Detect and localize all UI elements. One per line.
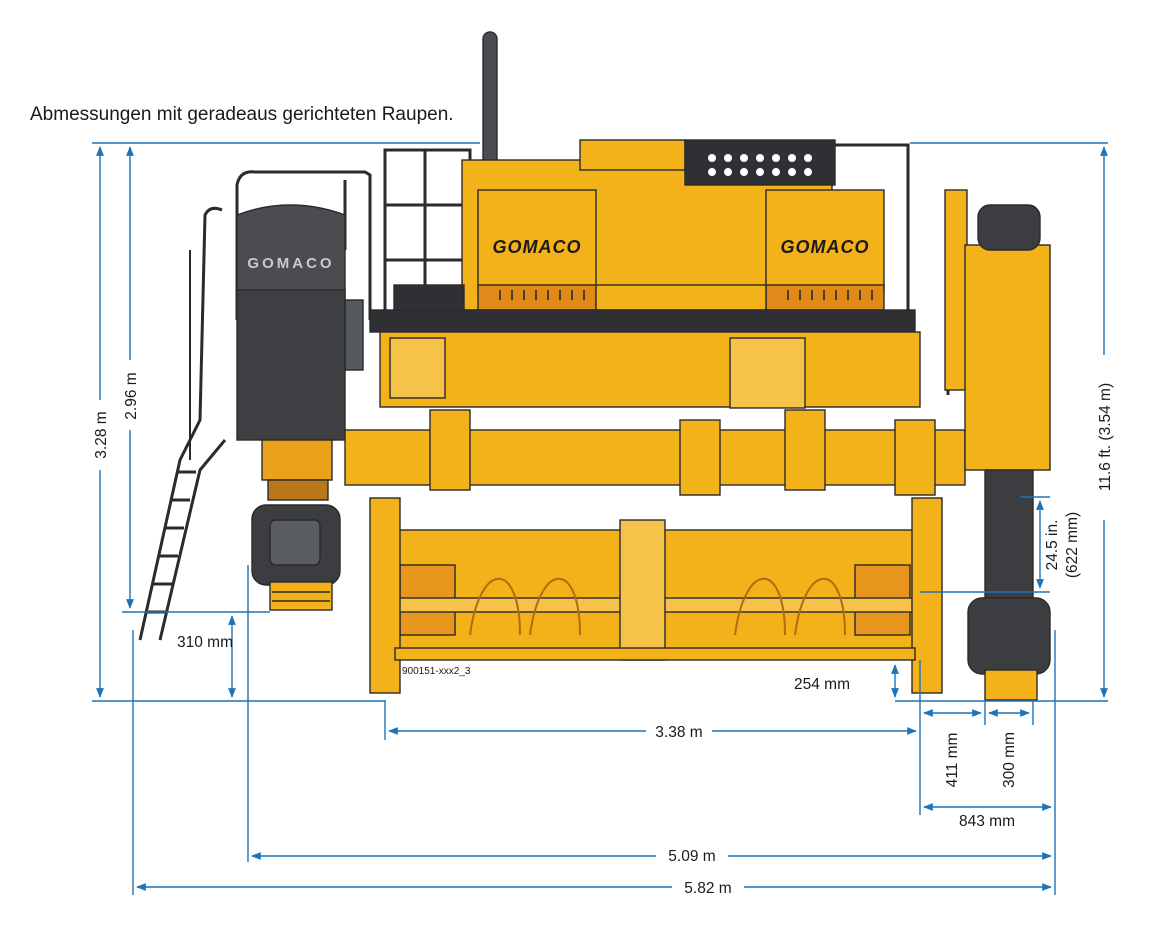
part-number: 900151-xxx2_3 — [402, 666, 471, 677]
mold-assembly: 900151-xxx2_3 — [369, 497, 943, 694]
ladder — [138, 206, 227, 641]
dim-leg-adjust-metric: (622 mm) — [1064, 512, 1081, 578]
dim-height-2: 2.96 m — [123, 372, 140, 419]
dim-clearance-right: 254 mm — [794, 676, 850, 693]
diagram-caption: Abmessungen mit geradeaus gerichteten Ra… — [30, 104, 454, 125]
exhaust-stack — [482, 31, 498, 173]
dim-leg-adjust: 24.5 in. — [1044, 520, 1061, 571]
dimension-lines — [92, 142, 1108, 895]
left-column-drum: GOMACO — [236, 204, 364, 501]
engine-deck: GOMACO GOMACO — [393, 139, 910, 314]
dim-width-tracks: 5.09 m — [668, 848, 715, 865]
dim-height-imperial: 11.6 ft. (3.54 m) — [1097, 383, 1114, 491]
dimension-labels: 3.28 m 2.96 m 11.6 ft. (3.54 m) 310 mm 2… — [88, 355, 1116, 897]
dim-overall-width: 5.82 m — [684, 880, 731, 897]
column-brand-label: GOMACO — [247, 255, 334, 272]
dim-offset-a: 411 mm — [944, 733, 961, 788]
dim-overall-height: 3.28 m — [93, 411, 110, 458]
dim-offset-total: 843 mm — [959, 813, 1015, 830]
main-frame — [344, 309, 966, 496]
brand-label-right: GOMACO — [781, 237, 870, 257]
left-track — [251, 504, 341, 611]
dim-track-width: 300 mm — [1001, 732, 1018, 788]
dim-mold-width: 3.38 m — [655, 724, 702, 741]
brand-label-left: GOMACO — [493, 237, 582, 257]
right-column — [944, 189, 1051, 701]
dim-clearance-left: 310 mm — [177, 634, 233, 651]
machine-illustration: GOMACO GOMACO GOMACO — [138, 31, 1051, 701]
